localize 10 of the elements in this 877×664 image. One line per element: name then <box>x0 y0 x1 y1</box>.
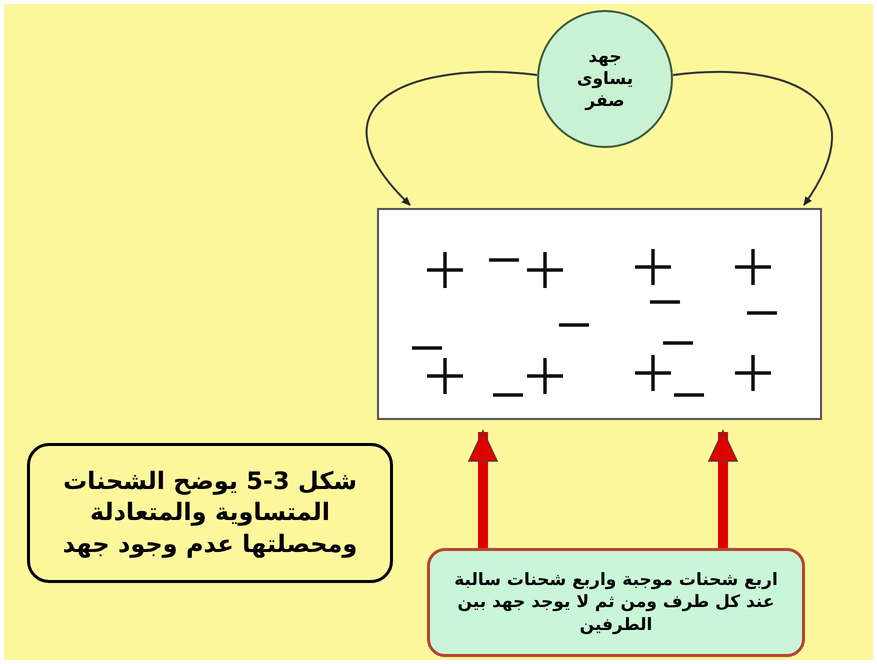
node-label: اربع شحنات موجبة واربع شحنات سالبة عند كل طرف ومن ثم لا يوجد جهد بين الطرفين <box>453 569 779 636</box>
curved-arrow <box>366 71 538 206</box>
charge-box <box>377 208 822 420</box>
node-label: جهد يساوى صفر <box>576 46 634 112</box>
block-arrow <box>468 430 498 548</box>
curved-arrow <box>672 71 833 206</box>
figure-caption: شكل 3-5 يوضح الشحنات المتساوية والمتعادلة ومحصلتها عدم وجود جهد <box>62 466 358 560</box>
caption-box <box>27 443 393 583</box>
block-arrow <box>708 430 738 548</box>
note-box <box>427 548 805 657</box>
